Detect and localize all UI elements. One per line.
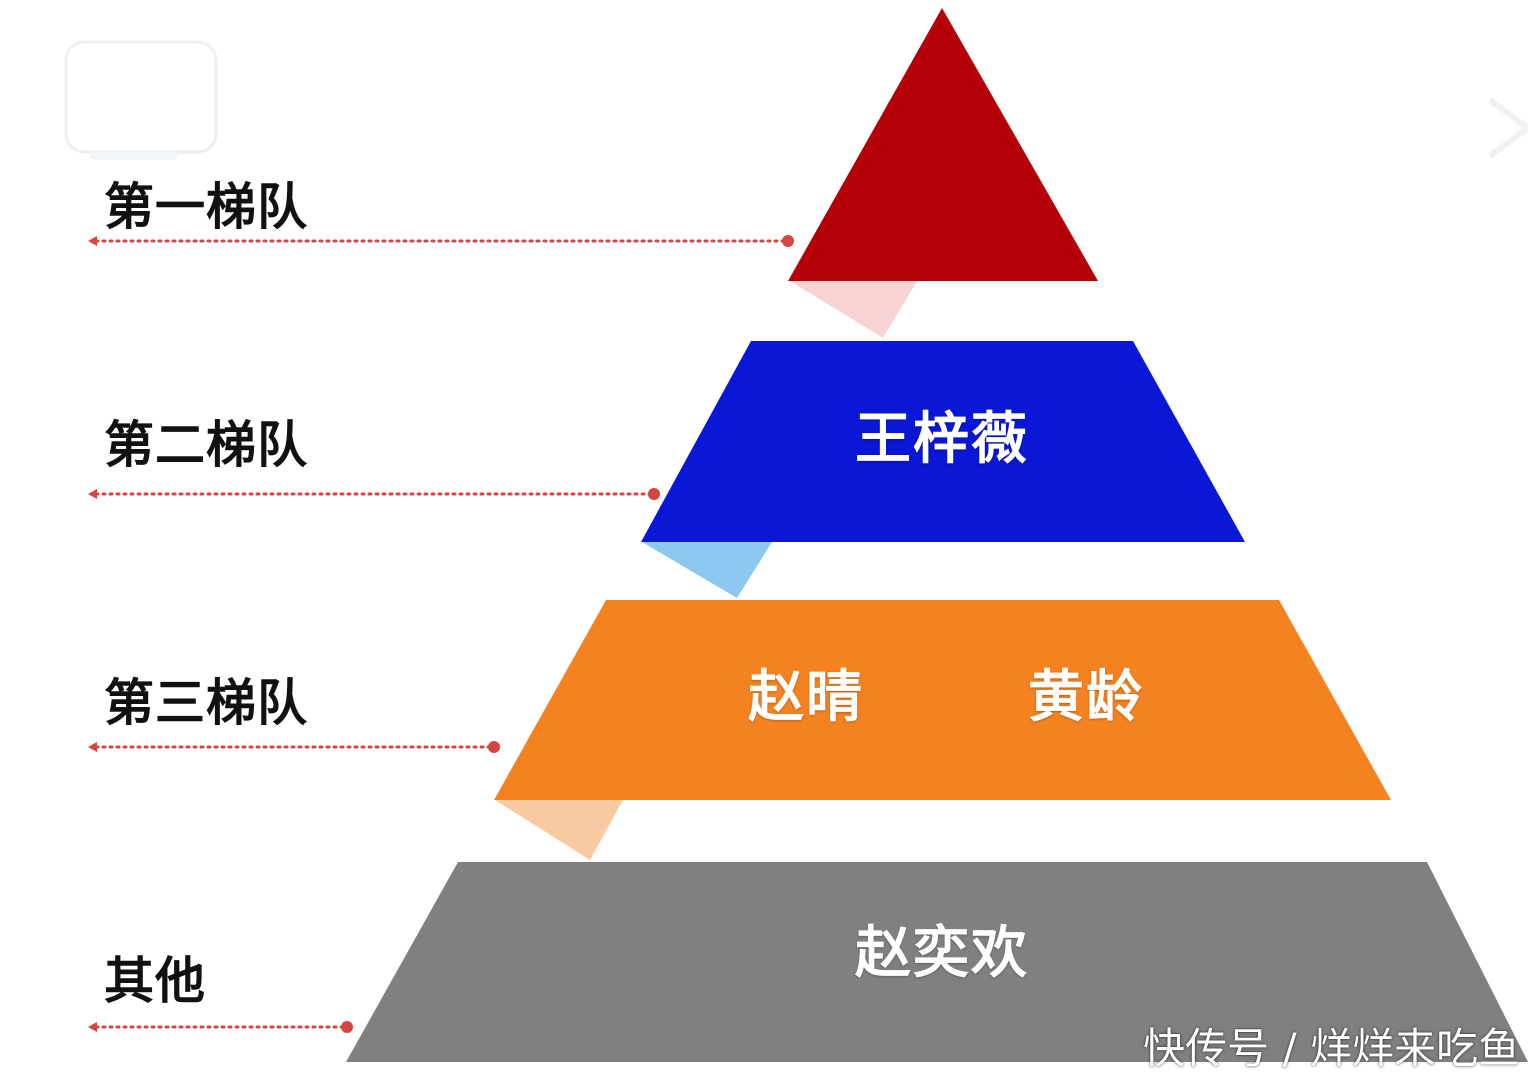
tier-2-label: 第二梯队 [104,416,308,474]
tier-4-name: 赵奕欢 [855,921,1029,986]
tier-1-fold [790,281,917,338]
tier-2-name: 王梓薇 [855,407,1029,472]
tier-4-label: 其他 [104,952,206,1010]
tier-3-fold [495,800,623,860]
faded-logo [64,40,218,160]
watermark-text: 快传号 / 烊烊来吃鱼 [1143,1024,1520,1073]
tier-1-triangle [788,8,1098,281]
leader-line-3 [88,741,500,753]
leader-line-1 [88,235,794,247]
tier-3-name-right: 黄龄 [1028,665,1144,730]
tier-2-fold [642,542,772,598]
tier-3-name-left: 赵晴 [748,665,864,730]
tier-1-label: 第一梯队 [104,178,308,236]
tier-3-trapezoid [494,600,1391,800]
leader-line-4 [88,1021,353,1033]
tier-2-trapezoid [641,341,1245,542]
tier-4-trapezoid [346,862,1528,1062]
faded-chevron-icon [1488,97,1528,159]
tier-3-label: 第三梯队 [104,674,308,732]
leader-line-2 [88,488,660,500]
